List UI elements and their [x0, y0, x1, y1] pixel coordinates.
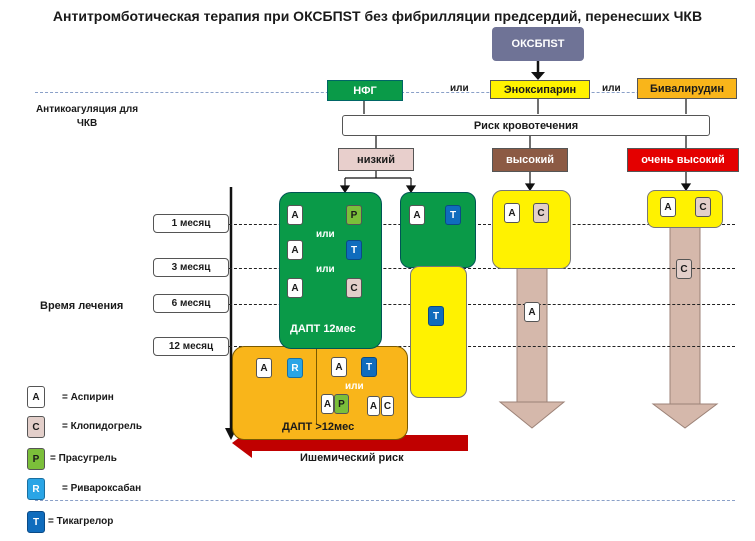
month-line-12	[229, 346, 735, 347]
letter-c: C	[676, 259, 692, 279]
month-line-6	[229, 304, 735, 305]
or-word: или	[316, 264, 335, 275]
legend-letter-r: R	[27, 478, 45, 500]
letter-a: A	[287, 205, 303, 225]
letter-c: C	[381, 396, 394, 416]
legend-letter-t: T	[27, 511, 45, 533]
letter-t: T	[428, 306, 444, 326]
dapt-more-divider	[316, 346, 317, 424]
month-line-1	[229, 224, 735, 225]
month-12: 12 месяц	[153, 337, 229, 356]
enox-label: Эноксипарин	[503, 83, 577, 96]
legend-prasugrel: = Прасугрель	[50, 453, 117, 464]
or-word: или	[316, 229, 335, 240]
tan-arrow-very-high	[651, 225, 719, 429]
legend-aspirin: = Аспирин	[62, 392, 114, 403]
or-2: или	[602, 83, 621, 94]
letter-c: C	[533, 203, 549, 223]
risk-connectors	[339, 171, 692, 194]
high-risk-yellow-box	[492, 190, 571, 269]
month-3: 3 месяц	[153, 258, 229, 277]
legend-letter-c: C	[27, 416, 45, 438]
low-risk-yellow-box	[410, 266, 467, 398]
risk-very-high-label: очень высокий	[641, 154, 725, 166]
letter-a: A	[287, 278, 303, 298]
or-1: или	[450, 83, 469, 94]
letter-a: A	[367, 396, 380, 416]
bival-label: Бивалирудин	[650, 82, 724, 95]
letter-t: T	[361, 357, 377, 377]
bleeding-connectors	[375, 136, 687, 148]
legend-rivaroxaban: = Ривароксабан	[62, 483, 142, 494]
anticoag-connectors	[363, 99, 687, 114]
anticoag-label: Антикоагуляция для ЧКВ	[35, 104, 139, 129]
letter-a: A	[524, 302, 540, 322]
tan-arrow-high	[498, 265, 566, 429]
letter-t: T	[346, 240, 362, 260]
risk-high-box: высокий	[492, 148, 568, 172]
risk-high-label: высокий	[505, 154, 555, 166]
month-1: 1 месяц	[153, 214, 229, 233]
letter-a: A	[409, 205, 425, 225]
letter-a: A	[321, 394, 334, 414]
letter-p: P	[346, 205, 362, 225]
risk-very-high-box: очень высокий	[627, 148, 739, 172]
legend-ticagrelor: = Тикагрелор	[48, 516, 114, 527]
letter-r: R	[287, 358, 303, 378]
low-risk-green-box	[400, 192, 476, 268]
letter-a: A	[287, 240, 303, 260]
letter-a: A	[256, 358, 272, 378]
risk-low-box: низкий	[338, 148, 414, 171]
diagram-title: Антитромботическая терапия при ОКСБПST б…	[52, 8, 703, 24]
dapt12-label: ДАПТ 12мес	[290, 323, 356, 335]
oksbpst-box: ОКСБПST	[492, 27, 584, 61]
enox-box: Эноксипарин	[490, 80, 590, 99]
legend-letter-a: A	[27, 386, 45, 408]
letter-p: P	[334, 394, 349, 414]
ischemic-risk-label: Ишемический риск	[300, 452, 404, 464]
dapt-more-label: ДАПТ >12мес	[282, 421, 355, 433]
legend-letter-p: P	[27, 448, 45, 470]
bleeding-risk-label: Риск кровотечения	[473, 119, 579, 132]
letter-a: A	[504, 203, 520, 223]
nfg-label: НФГ	[353, 84, 377, 97]
letter-c: C	[695, 197, 711, 217]
legend-clopidogrel: = Клопидогрель	[62, 421, 143, 432]
letter-t: T	[445, 205, 461, 225]
bival-box: Бивалирудин	[637, 78, 737, 99]
oksbpst-label: ОКСБПST	[511, 38, 565, 50]
letter-a: A	[660, 197, 676, 217]
nfg-box: НФГ	[327, 80, 403, 101]
month-line-3	[229, 268, 735, 269]
bleeding-risk-box: Риск кровотечения	[342, 115, 710, 136]
treatment-time-label: Время лечения	[40, 300, 124, 312]
letter-a: A	[331, 357, 347, 377]
month-6: 6 месяц	[153, 294, 229, 313]
letter-c: C	[346, 278, 362, 298]
arrow-top-to-enox	[531, 61, 545, 80]
separator-bottom	[35, 500, 735, 501]
risk-low-label: низкий	[357, 153, 395, 166]
very-high-yellow-box	[647, 190, 723, 228]
or-word: или	[345, 381, 364, 392]
